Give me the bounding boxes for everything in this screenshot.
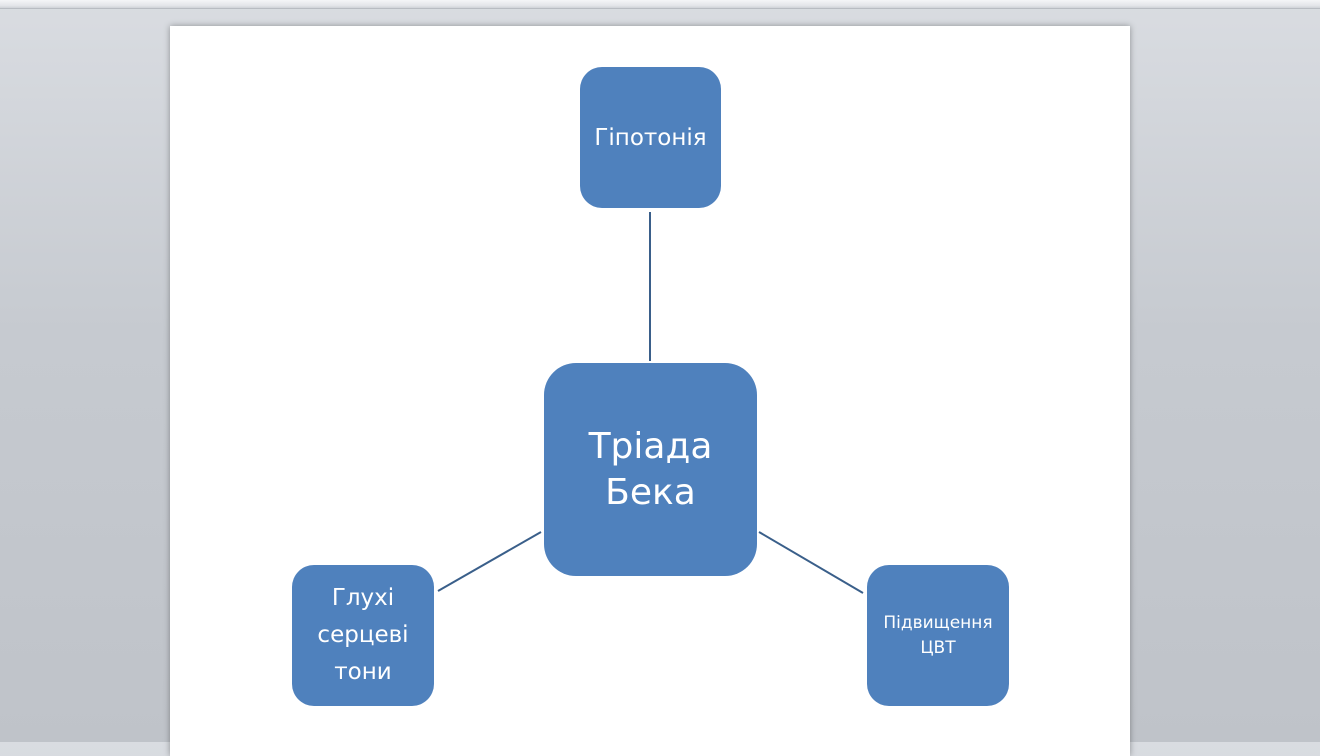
node-beck-triad[interactable]: Тріада Бека [544, 363, 757, 576]
node-elevated-cvp-label: Підвищення ЦВТ [883, 612, 993, 658]
node-hypotension-label: Гіпотонія [594, 124, 707, 151]
connector-right [758, 531, 864, 594]
connector-left [437, 531, 542, 592]
node-elevated-cvp[interactable]: Підвищення ЦВТ [867, 565, 1009, 706]
node-muffled-heart-sounds-label: Глухі серцеві тони [317, 585, 409, 685]
window-top-edge [0, 0, 1320, 9]
node-hypotension[interactable]: Гіпотонія [580, 67, 721, 208]
node-muffled-heart-sounds[interactable]: Глухі серцеві тони [292, 565, 434, 706]
node-beck-triad-label: Тріада Бека [588, 425, 713, 513]
